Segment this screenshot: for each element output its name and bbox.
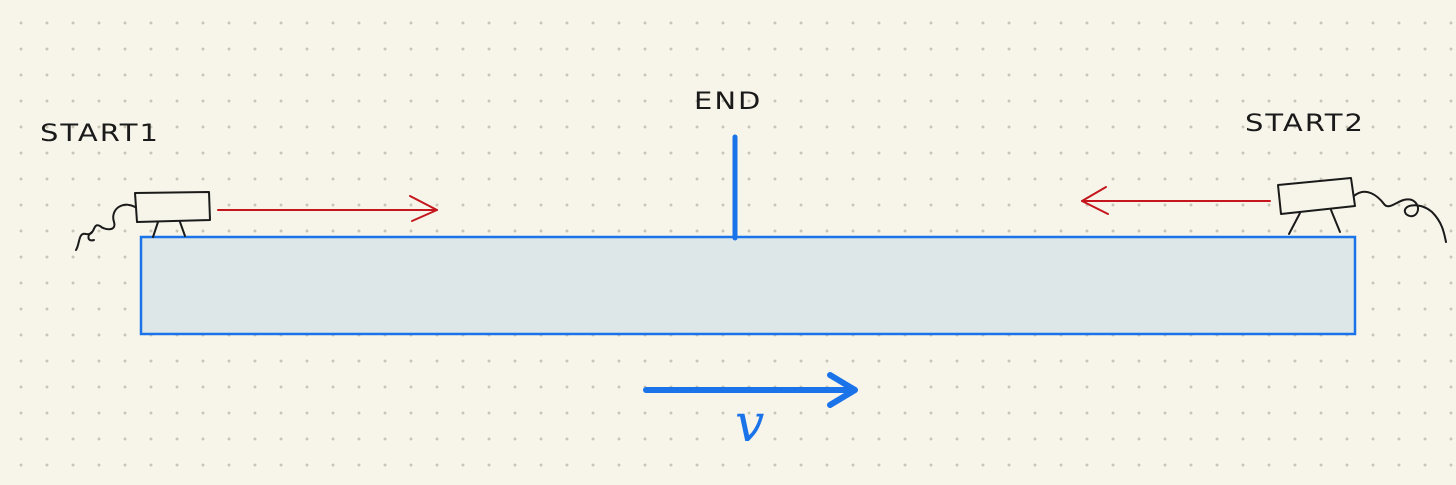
right-camera-device-icon [1277, 177, 1447, 243]
left-camera-device-icon [75, 191, 211, 251]
velocity-arrow-icon [643, 372, 858, 408]
motion-arrow-right [217, 195, 438, 222]
start1-label: START1 [40, 119, 160, 147]
start2-label: START2 [1245, 109, 1365, 137]
moving-bar [139, 235, 1357, 336]
motion-arrow-left [1081, 186, 1271, 215]
end-label: END [694, 87, 763, 115]
velocity-label: v [735, 394, 765, 454]
